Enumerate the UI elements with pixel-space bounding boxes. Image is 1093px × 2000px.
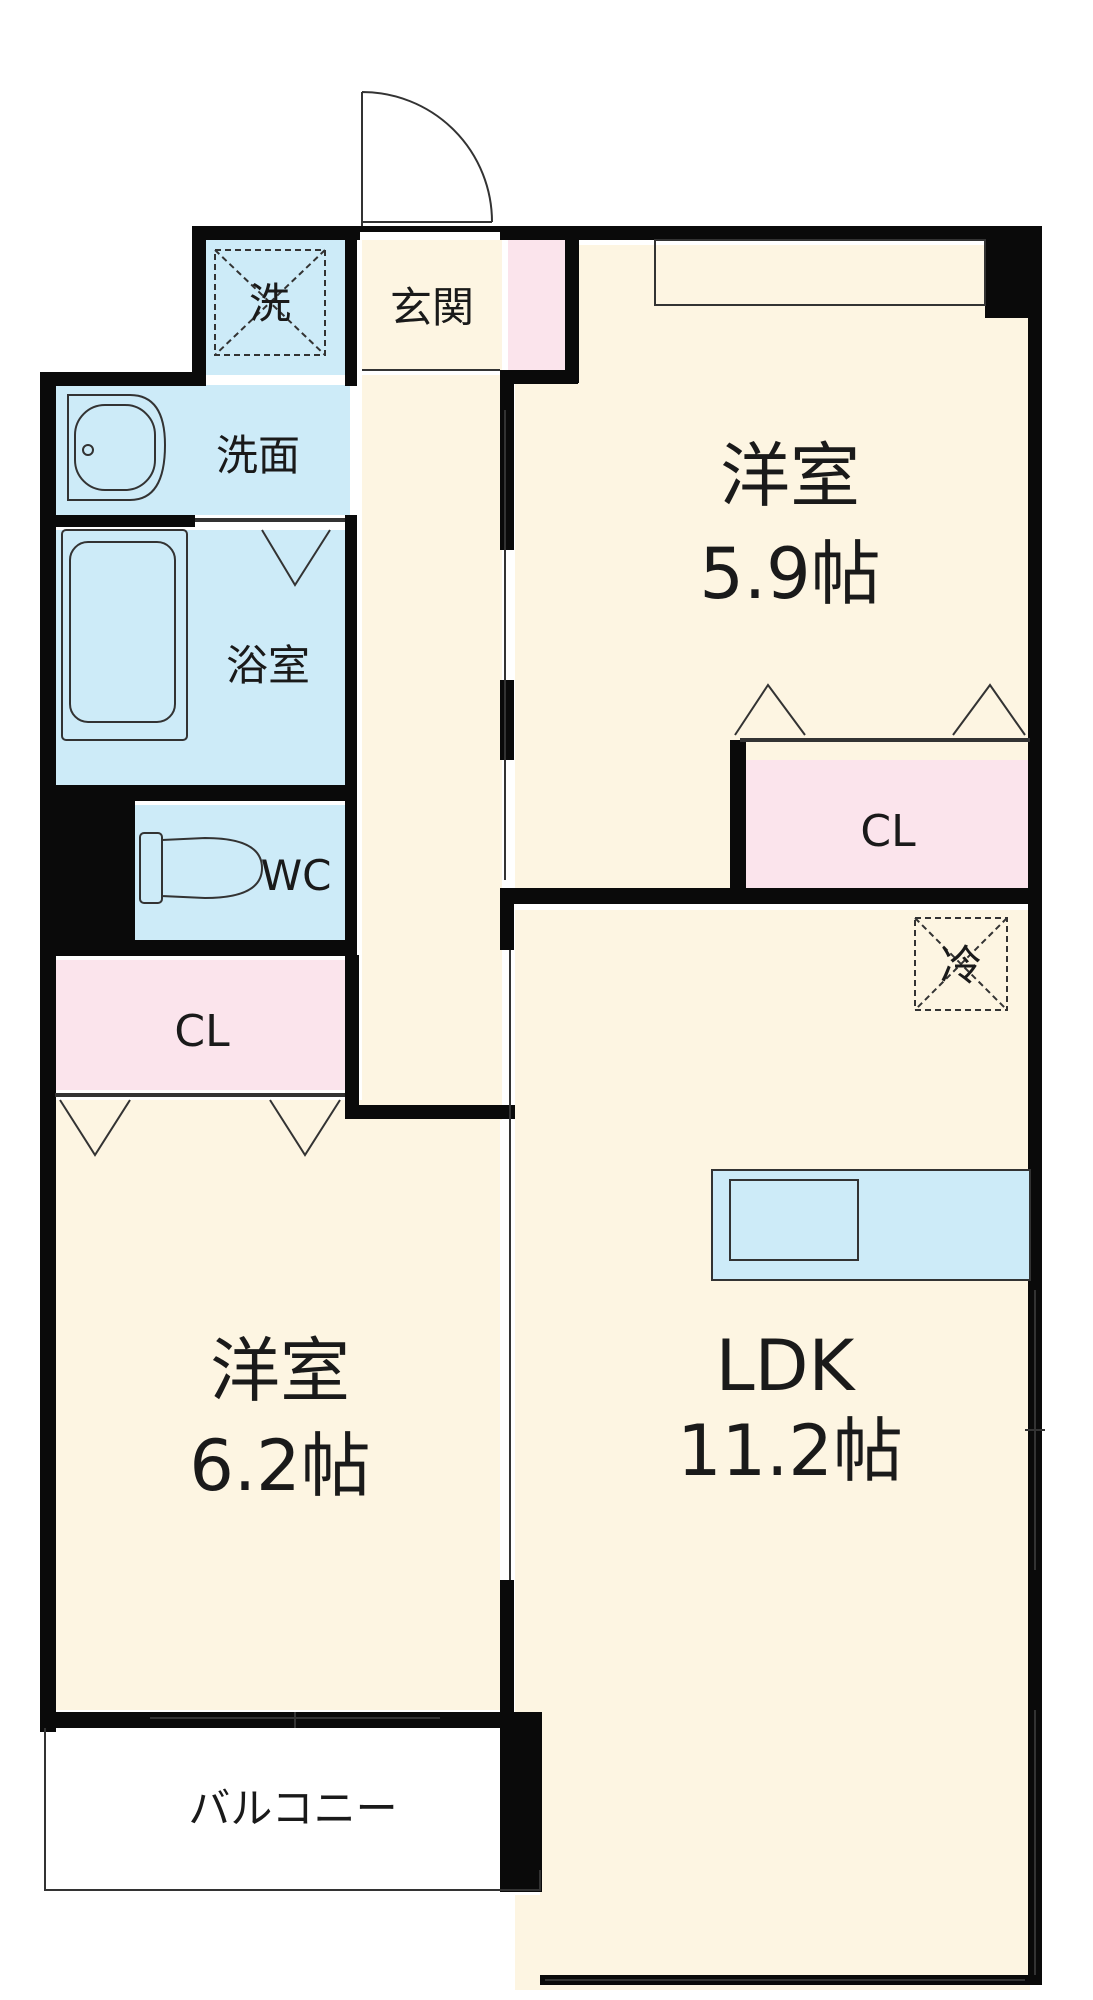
- entrance-label: 玄関: [390, 283, 474, 332]
- entrance-door-swing: [361, 91, 493, 226]
- closet-b-floor: [55, 960, 345, 1090]
- wall-corridor-right-a: [500, 370, 514, 550]
- wall-wet-top: [192, 226, 360, 240]
- bathtub-inner: [69, 541, 176, 723]
- closet-b-door-1: [59, 1099, 131, 1157]
- wall-wet-right-2: [345, 515, 357, 955]
- kitchen-sink: [729, 1179, 859, 1261]
- closet-b-label: CL: [174, 1006, 230, 1057]
- wall-wash-bath: [40, 515, 195, 527]
- washer-space-x2: [214, 249, 326, 356]
- toilet-floor: [135, 805, 345, 940]
- western-room-b-floor: [55, 1100, 500, 1710]
- closet-a-door-2: [952, 683, 1026, 736]
- washroom-floor: [55, 385, 350, 515]
- washroom-label: 洗面: [216, 431, 300, 480]
- wall-corridor-left: [345, 955, 359, 1115]
- toilet-label: WC: [261, 851, 332, 900]
- wall-roomB-top-right: [345, 1100, 359, 1110]
- balcony-label: バルコニー: [188, 1784, 397, 1833]
- wall-top-right: [500, 226, 1042, 240]
- bath-door: [261, 529, 331, 587]
- toilet-bowl: [161, 836, 264, 900]
- ldk-size: 11.2帖: [677, 1410, 903, 1492]
- wall-left: [40, 372, 56, 1732]
- wash-basin-tap: [82, 444, 94, 456]
- wall-left-top: [40, 372, 206, 386]
- wall-entrance-top: [350, 226, 500, 232]
- wall-corridor-bottom: [345, 1105, 515, 1119]
- entrance-floor: [362, 240, 502, 370]
- western-room-b-label: 洋室: [210, 1330, 350, 1412]
- western-room-a-size: 5.9帖: [699, 533, 880, 615]
- western-room-b-size: 6.2帖: [189, 1425, 370, 1507]
- wall-bottom-left: [40, 1712, 540, 1728]
- wall-bottom-pillar: [500, 1712, 542, 1892]
- wall-corridor-right-b: [500, 680, 514, 760]
- ldk-floor: [515, 910, 1030, 1990]
- walls: [40, 226, 1042, 1985]
- wall-right: [1028, 228, 1042, 1978]
- room-fills: [45, 240, 1030, 1990]
- wall-shoebox-bottom: [500, 370, 578, 384]
- wall-closet-a-left: [730, 740, 746, 902]
- closet-b-door-2: [269, 1099, 341, 1157]
- wash-basin: [67, 394, 167, 501]
- washer-space-box: [214, 249, 326, 356]
- fridge-space-x2: [914, 917, 1008, 1011]
- fridge-space-box: [914, 917, 1008, 1011]
- washer-space-label: 洗: [249, 279, 291, 328]
- bathroom-floor: [55, 530, 345, 785]
- wall-corridor-right-c: [500, 890, 514, 950]
- wash-basin-inner: [74, 404, 156, 491]
- western-room-a-label: 洋室: [720, 435, 860, 517]
- closet-a-label: CL: [860, 806, 916, 857]
- wall-shoebox-right: [565, 228, 579, 383]
- wall-roomA-ldk: [500, 888, 1042, 904]
- wall-wet-right: [345, 226, 357, 386]
- balcony-floor: [45, 1725, 540, 1895]
- wall-pillar-top-right: [985, 226, 1042, 318]
- wall-toilet-pillar: [40, 785, 135, 945]
- entrance-corridor-floor: [362, 375, 502, 1120]
- fixtures: [44, 91, 1045, 1981]
- washer-space-x1: [214, 249, 326, 356]
- fridge-space-label: 冷: [940, 941, 982, 990]
- bathtub: [61, 529, 188, 741]
- roomA-shelf: [654, 239, 986, 306]
- shoe-cabinet: [508, 240, 565, 370]
- wall-wet-left-upper: [192, 226, 206, 386]
- ldk-label: LDK: [716, 1325, 857, 1407]
- closet-a-door-1: [734, 683, 806, 736]
- bathroom-label: 浴室: [226, 641, 310, 690]
- labels: 洋室 5.9帖 LDK 11.2帖 洋室 6.2帖 玄関 洗面 浴室 WC CL…: [174, 279, 982, 1833]
- balcony-outline: [44, 1728, 541, 1891]
- wall-toilet-closet: [40, 940, 355, 956]
- wall-corridor-right-d: [500, 1580, 514, 1725]
- closet-a-floor: [745, 760, 1030, 890]
